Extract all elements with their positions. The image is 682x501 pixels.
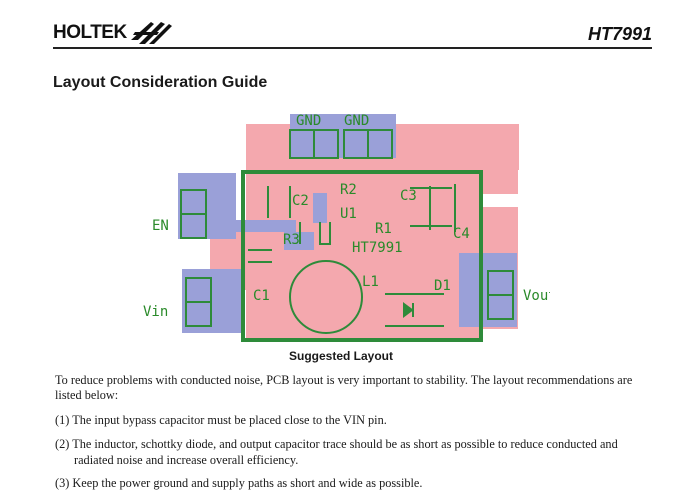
label-r2: R2 xyxy=(340,182,357,198)
pcb-layout-figure: GND GND EN Vin Vout C1 C2 C3 C4 R1 R2 R3… xyxy=(143,113,550,342)
silk-labels: GND GND EN Vin Vout C1 C2 C3 C4 R1 R2 R3… xyxy=(143,113,550,320)
list-item: (2) The inductor, schottky diode, and ou… xyxy=(55,437,618,451)
label-gnd-2: GND xyxy=(344,113,369,129)
label-chip: HT7991 xyxy=(352,240,403,256)
label-c1: C1 xyxy=(253,288,270,304)
list-item: (1) The input bypass capacitor must be p… xyxy=(55,413,387,427)
figure-caption: Suggested Layout xyxy=(288,349,393,363)
intro-paragraph: To reduce problems with conducted noise,… xyxy=(55,373,633,402)
label-d1: D1 xyxy=(434,278,451,294)
header-divider xyxy=(53,47,652,49)
page-header: HOLTEK HT7991 xyxy=(0,0,682,52)
label-r3: R3 xyxy=(283,232,300,248)
label-c2: C2 xyxy=(292,193,309,209)
silkscreen xyxy=(180,129,514,342)
label-en: EN xyxy=(152,218,169,234)
label-l1: L1 xyxy=(362,274,379,290)
label-gnd-1: GND xyxy=(296,113,321,129)
holtek-logo: HOLTEK xyxy=(53,18,173,48)
list-item: (3) Keep the power ground and supply pat… xyxy=(55,476,423,490)
section-title: Layout Consideration Guide xyxy=(53,74,268,91)
label-u1: U1 xyxy=(340,206,357,222)
label-c3: C3 xyxy=(400,188,417,204)
part-number: HT7991 xyxy=(587,24,652,44)
list-item-continuation: radiated noise and increase overall effi… xyxy=(74,453,299,467)
label-vin: Vin xyxy=(143,304,168,320)
holtek-wings-icon xyxy=(130,22,172,44)
brand-name: HOLTEK xyxy=(53,22,127,43)
label-r1: R1 xyxy=(375,221,392,237)
label-vout: Vout xyxy=(523,288,550,304)
label-c4: C4 xyxy=(453,226,470,242)
